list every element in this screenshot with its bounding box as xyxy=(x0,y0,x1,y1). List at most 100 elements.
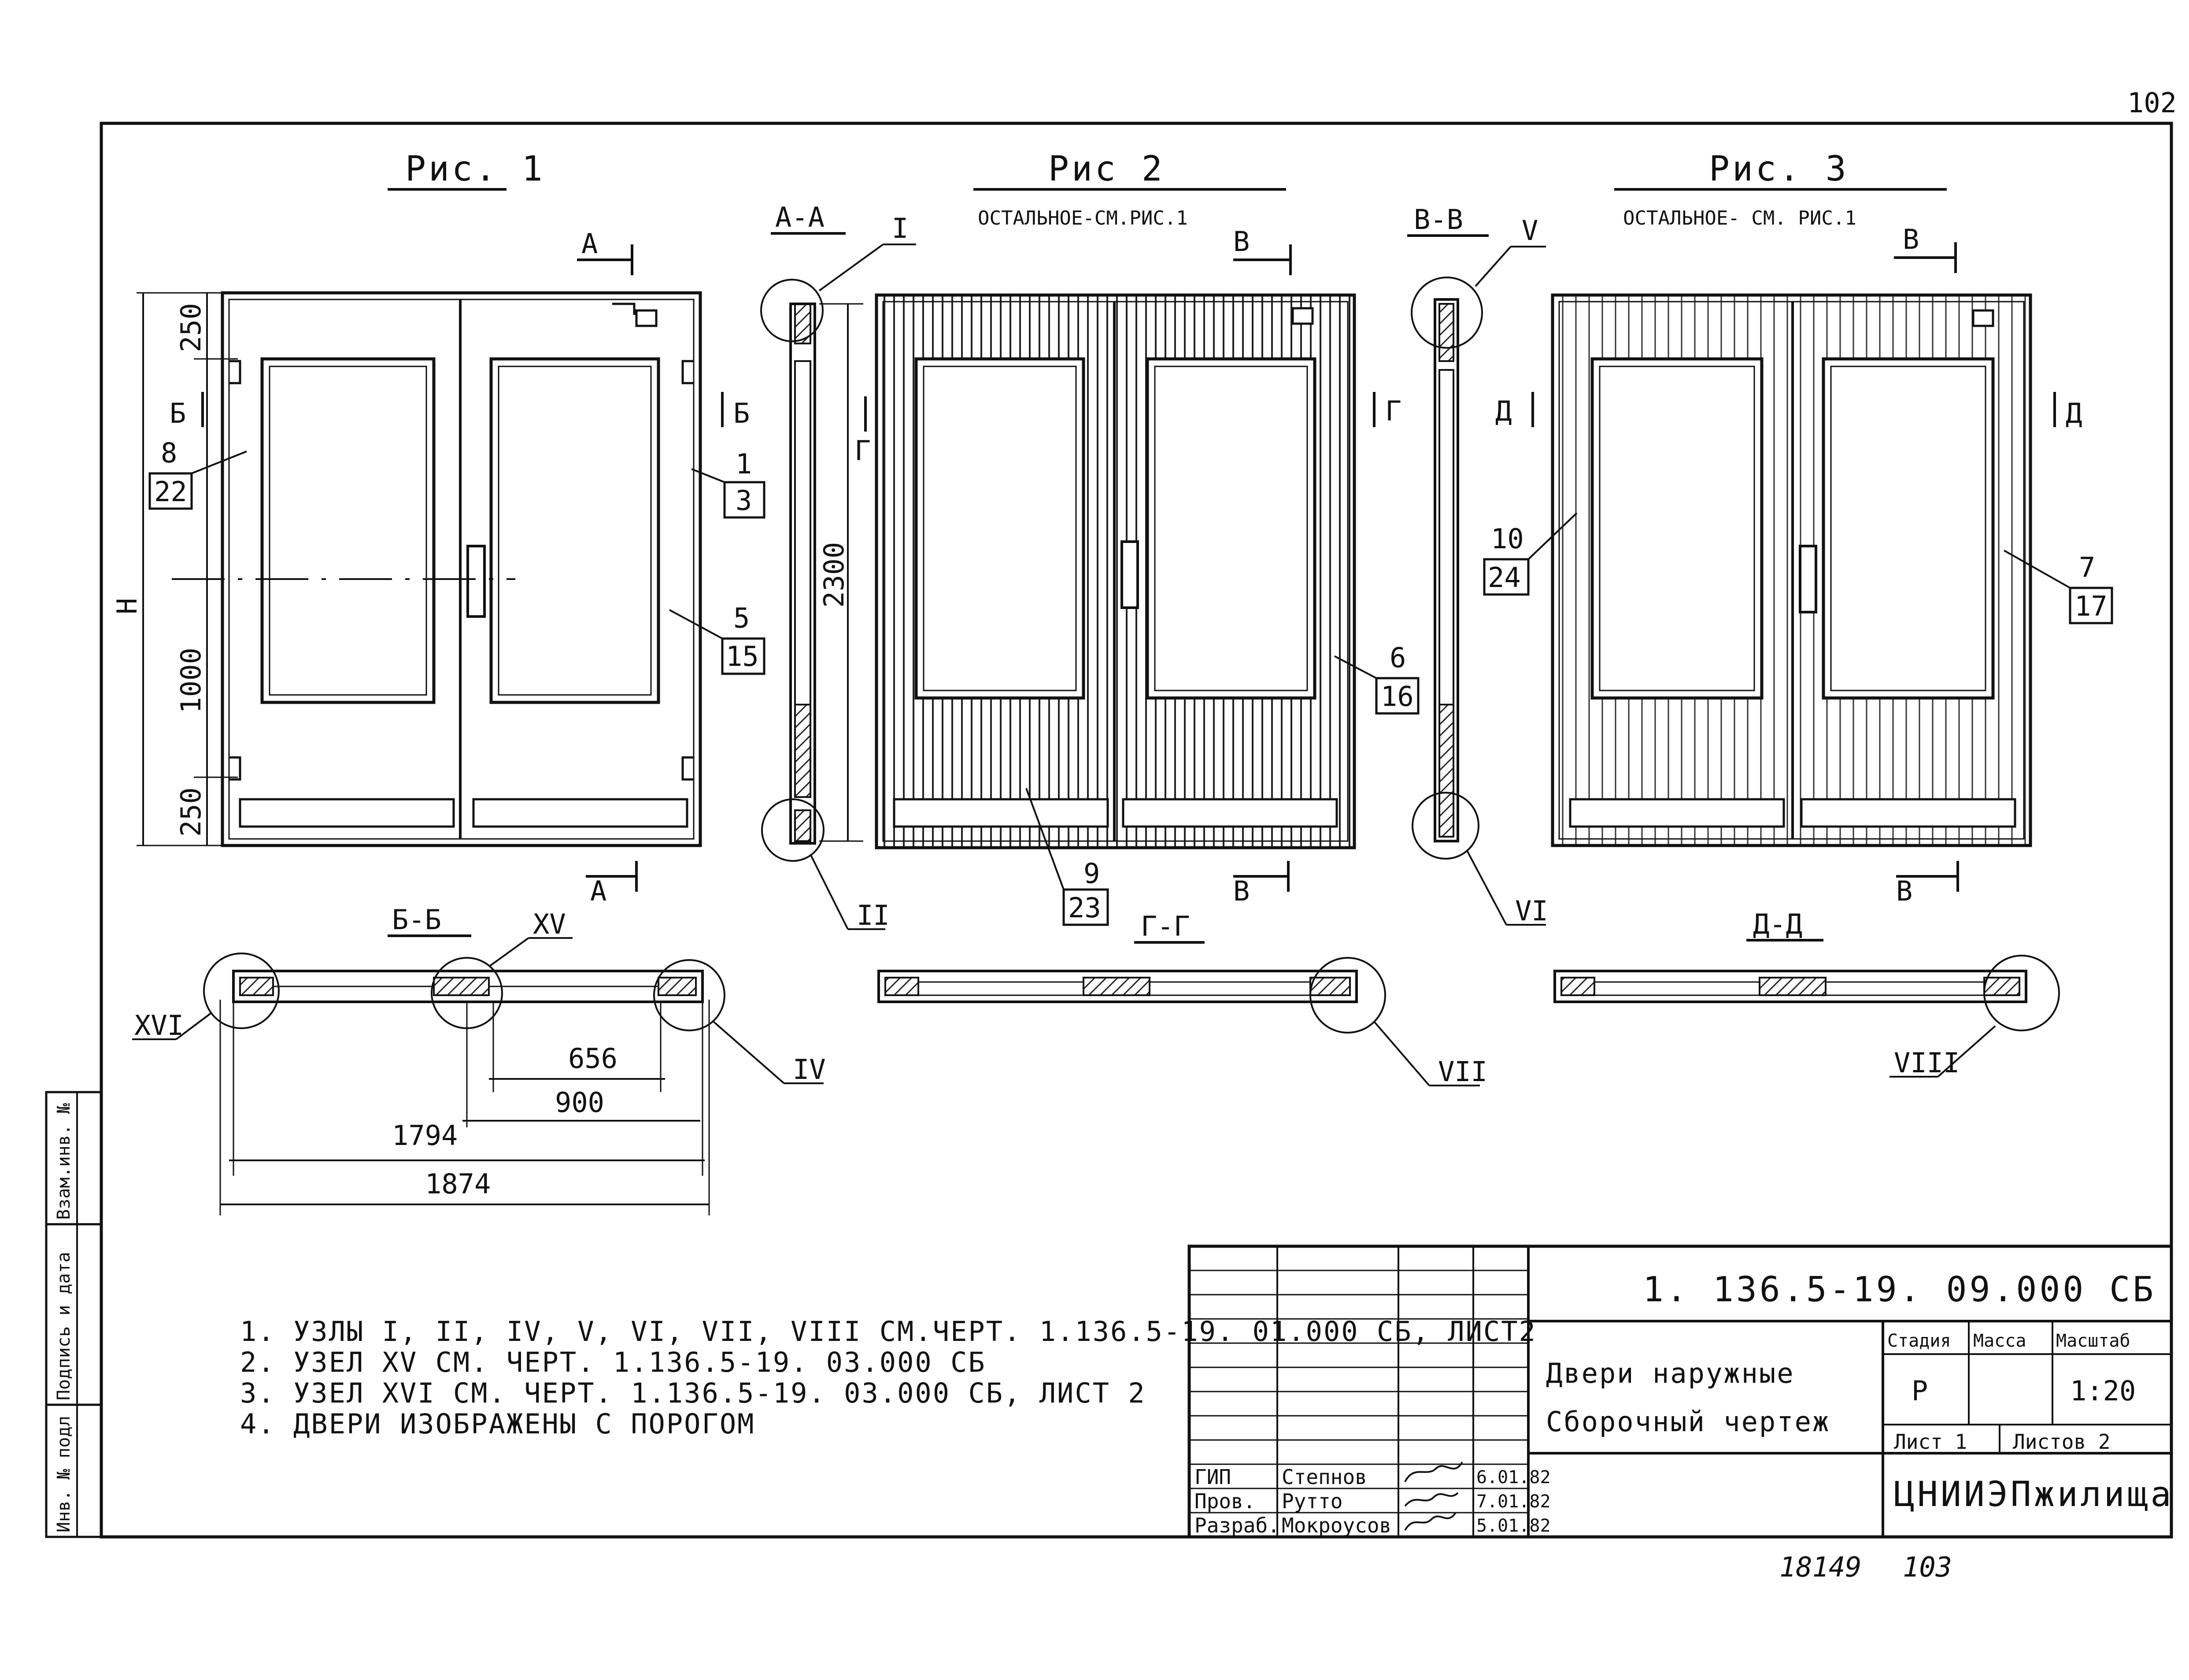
section-v-v: В-В V VI xyxy=(1407,203,1548,927)
fig1-window-right xyxy=(489,357,660,704)
fig1-door-frame xyxy=(221,291,702,847)
fig3-window-left xyxy=(1590,357,1764,700)
stamp-replacement-inv: Взам.инв. № xyxy=(54,1103,74,1220)
fig3-title: Рис. 3 xyxy=(1709,149,1849,189)
role-gip: ГИП xyxy=(1194,1465,1231,1489)
name-mokrousov: Мокроусов xyxy=(1282,1514,1391,1537)
fig1-dim-bottom: 250 xyxy=(175,787,207,837)
node-iv-label: IV xyxy=(793,1053,826,1086)
fig3-callout-24: 24 xyxy=(1488,561,1521,594)
fig1-callout-22: 22 xyxy=(154,476,187,508)
fig2-handle-icon xyxy=(1120,540,1139,609)
section-dd-label: Д-Д xyxy=(1753,908,1802,940)
footer-number-left: 18149 xyxy=(1779,1551,1862,1583)
stage-value: Р xyxy=(1912,1375,1928,1407)
date-prov: 7.01.82 xyxy=(1476,1492,1551,1512)
fig1-dim-mid: 1000 xyxy=(175,648,207,713)
node-i-circle xyxy=(760,279,824,342)
node-viii-circle xyxy=(1983,955,2060,1031)
node-xvi-label: XVI xyxy=(134,1009,184,1041)
sheets-label: Листов 2 xyxy=(2013,1430,2111,1454)
fig3-callout-17: 17 xyxy=(2074,590,2108,622)
fig3-section-v-bottom: В xyxy=(1896,875,1912,907)
note-1: 1. УЗЛЫ I, II, IV, V, VI, VII, VIII СМ.Ч… xyxy=(240,1315,1537,1348)
sheet-number: 102 xyxy=(2127,87,2177,119)
stamp-signature-date: Подпись и дата xyxy=(54,1252,74,1400)
fig2-callout-23: 23 xyxy=(1068,892,1101,924)
node-vii-label: VII xyxy=(1438,1056,1487,1088)
fig1-section-a-top: А xyxy=(581,228,598,260)
date-razrab: 5.01.82 xyxy=(1476,1516,1551,1536)
fig3-callout-10: 10 xyxy=(1491,523,1524,555)
fig3-section-v-top: В xyxy=(1903,223,1919,255)
fig2-callout-9: 9 xyxy=(1083,857,1100,890)
node-vii-circle xyxy=(1309,957,1386,1034)
node-ii-label: II xyxy=(857,899,890,931)
section-a-a: А-А I II 2300 xyxy=(760,201,916,931)
fig3-section-d-left: Д xyxy=(1495,395,1512,427)
section-d-d: Д-Д VIII xyxy=(1553,908,2060,1079)
date-gip: 6.01.82 xyxy=(1476,1467,1551,1488)
note-4: 4. ДВЕРИ ИЗОБРАЖЕНЫ С ПОРОГОМ xyxy=(240,1408,755,1440)
figure-1: Рис. 1 250 1000 250 Н А xyxy=(111,149,765,907)
node-vi-label: VI xyxy=(1515,895,1548,927)
fig3-callout-7: 7 xyxy=(2079,551,2095,583)
fig1-section-b-right: Б xyxy=(733,397,750,429)
node-iv-circle xyxy=(653,959,725,1031)
fig3-subtitle: ОСТАЛЬНОЕ- СМ. РИС.1 xyxy=(1623,207,1856,229)
fig2-title: Рис 2 xyxy=(1048,149,1165,189)
fig1-kickplate-right xyxy=(472,798,688,828)
name-rutto: Рутто xyxy=(1282,1489,1342,1513)
section-gg-label: Г-Г xyxy=(1141,910,1190,942)
fig1-section-a-bottom: А xyxy=(590,875,606,907)
signature-stepnov xyxy=(1404,1461,1463,1482)
fig1-callout-3: 3 xyxy=(736,484,752,517)
dim-900: 900 xyxy=(555,1086,604,1119)
fig3-section-d-right: Д xyxy=(2066,397,2082,429)
fig1-section-b-left: Б xyxy=(170,397,186,429)
scale-value: 1:20 xyxy=(2070,1375,2136,1407)
fig1-title: Рис. 1 xyxy=(405,149,545,189)
node-vi-circle xyxy=(1412,792,1479,860)
fig1-dim-top: 250 xyxy=(175,303,207,352)
fig3-handle-icon xyxy=(1799,545,1817,613)
fig1-callout-1: 1 xyxy=(736,448,752,480)
document-name-2: Сборочный чертеж xyxy=(1546,1406,1830,1438)
fig2-section-v-top: В xyxy=(1233,225,1250,258)
fig1-callout-15: 15 xyxy=(726,640,759,672)
node-xvi-circle xyxy=(203,953,280,1029)
section-g-g: Г-Г VII xyxy=(877,910,1487,1088)
fig3-window-right xyxy=(1822,357,1995,700)
dim-1874: 1874 xyxy=(425,1168,491,1200)
signature-mokrousov xyxy=(1404,1512,1457,1531)
dim-1794: 1794 xyxy=(392,1119,458,1152)
node-i-label: I xyxy=(892,212,908,244)
note-3: 3. УЗЕЛ XVI СМ. ЧЕРТ. 1.136.5-19. 03.000… xyxy=(240,1377,1146,1409)
fig2-window-right xyxy=(1146,357,1316,700)
signature-rutto xyxy=(1404,1492,1459,1507)
organization: ЦНИИЭПжилища xyxy=(1894,1475,2174,1514)
fig1-kickplate-left xyxy=(239,798,455,828)
section-aa-label: А-А xyxy=(775,201,825,233)
role-razrab: Разраб. xyxy=(1194,1514,1280,1537)
role-prov: Пров. xyxy=(1194,1489,1255,1513)
figure-3: Рис. 3 ОСТАЛЬНОЕ- СМ. РИС.1 В В Д Д 10 2… xyxy=(1483,149,2113,907)
fig1-callout-5: 5 xyxy=(733,602,750,634)
footer-number-right: 103 xyxy=(1903,1551,1952,1583)
node-v-circle xyxy=(1411,277,1483,349)
section-vv-label: В-В xyxy=(1414,203,1463,236)
name-stepnov: Степнов xyxy=(1282,1465,1367,1489)
fig2-dim-height: 2300 xyxy=(818,542,850,608)
node-ii-circle xyxy=(761,798,825,862)
side-stamp: Инв. № подл Подпись и дата Взам.инв. № xyxy=(45,1091,103,1538)
section-bb-label: Б-Б xyxy=(392,904,441,936)
scale-header: Масштаб xyxy=(2056,1331,2130,1351)
fig1-handle-icon xyxy=(466,545,486,618)
fig1-dim-height: Н xyxy=(111,598,143,614)
node-v-label: V xyxy=(1522,214,1538,247)
fig2-section-g-right: Г xyxy=(1385,395,1401,427)
fig2-callout-6: 6 xyxy=(1390,642,1406,674)
fig2-subtitle: ОСТАЛЬНОЕ-СМ.РИС.1 xyxy=(978,207,1188,229)
